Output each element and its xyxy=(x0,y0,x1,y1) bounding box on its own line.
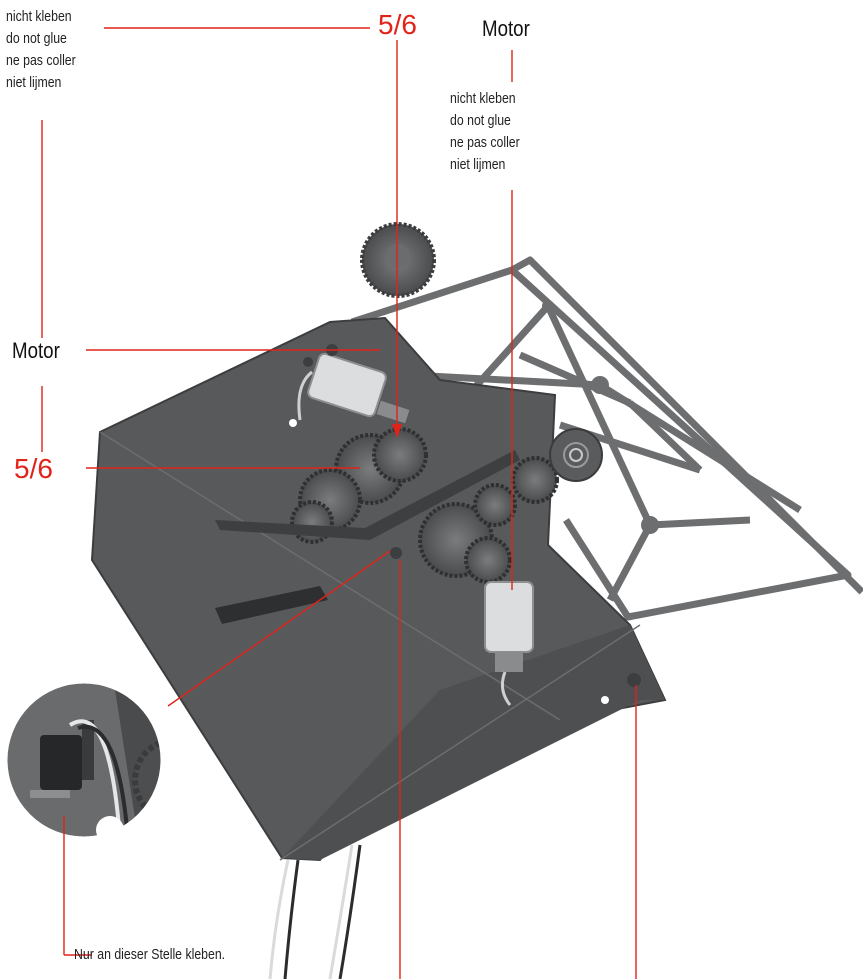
glue-note-line: nicht kleben xyxy=(450,90,516,107)
glue-note-line: do not glue xyxy=(450,112,511,129)
motor-upper xyxy=(297,352,410,424)
glue-here-note: Nur an dieser Stelle kleben. xyxy=(74,944,225,966)
slide-latch xyxy=(215,586,328,624)
part-number-left: 5/6 xyxy=(14,453,53,484)
base-plate-front xyxy=(282,625,665,860)
glue-note-topleft: nicht kleben do not glue ne pas coller n… xyxy=(6,6,76,94)
glue-here-text: Nur an dieser Stelle kleben. xyxy=(74,946,226,963)
glue-note-topright: nicht kleben do not glue ne pas coller n… xyxy=(450,88,520,176)
motor-lower xyxy=(484,581,534,706)
part-number-top: 5/6 xyxy=(378,9,417,40)
detail-inset xyxy=(2,678,166,842)
motor-label-top: Motor xyxy=(482,16,530,41)
loose-gear xyxy=(360,222,436,298)
frame-nodes xyxy=(542,300,659,534)
glue-note-line: niet lijmen xyxy=(450,156,506,173)
cables xyxy=(268,844,362,979)
gear-rack xyxy=(215,450,520,540)
gear-train xyxy=(290,427,559,584)
pulley-wheel xyxy=(549,428,603,482)
motor-label-left: Motor xyxy=(12,338,60,363)
glue-note-line: nicht kleben xyxy=(6,8,72,25)
arrowhead xyxy=(392,424,402,438)
glue-note-line: do not glue xyxy=(6,30,67,47)
glue-note-line: ne pas coller xyxy=(6,52,76,69)
glue-note-line: niet lijmen xyxy=(6,74,62,91)
glue-note-line: ne pas coller xyxy=(450,134,520,151)
leader-lines xyxy=(41,27,637,979)
